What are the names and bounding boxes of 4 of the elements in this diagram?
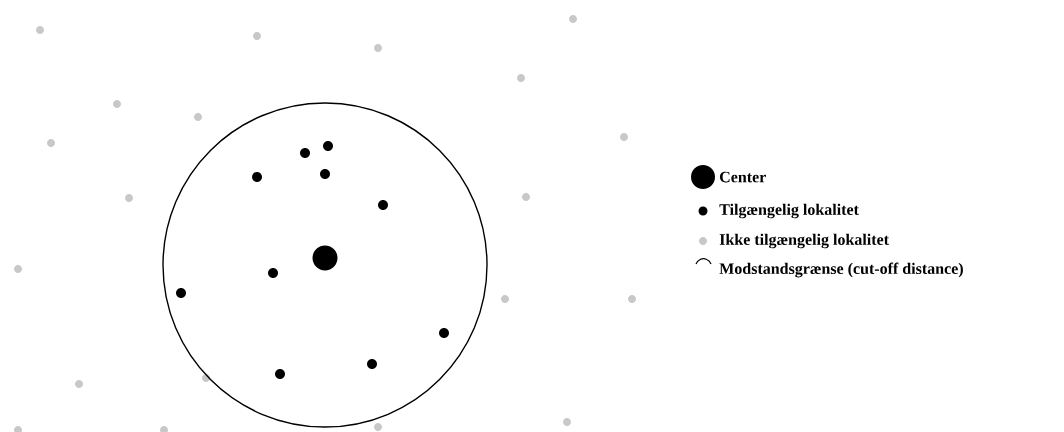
legend-label: Ikke tilgængelig lokalitet [719, 233, 889, 249]
legend-label: Tilgængelig lokalitet [719, 203, 859, 219]
legend-label: Modstandsgrænse (cut-off distance) [719, 262, 963, 278]
legend-label: Center [720, 171, 766, 183]
